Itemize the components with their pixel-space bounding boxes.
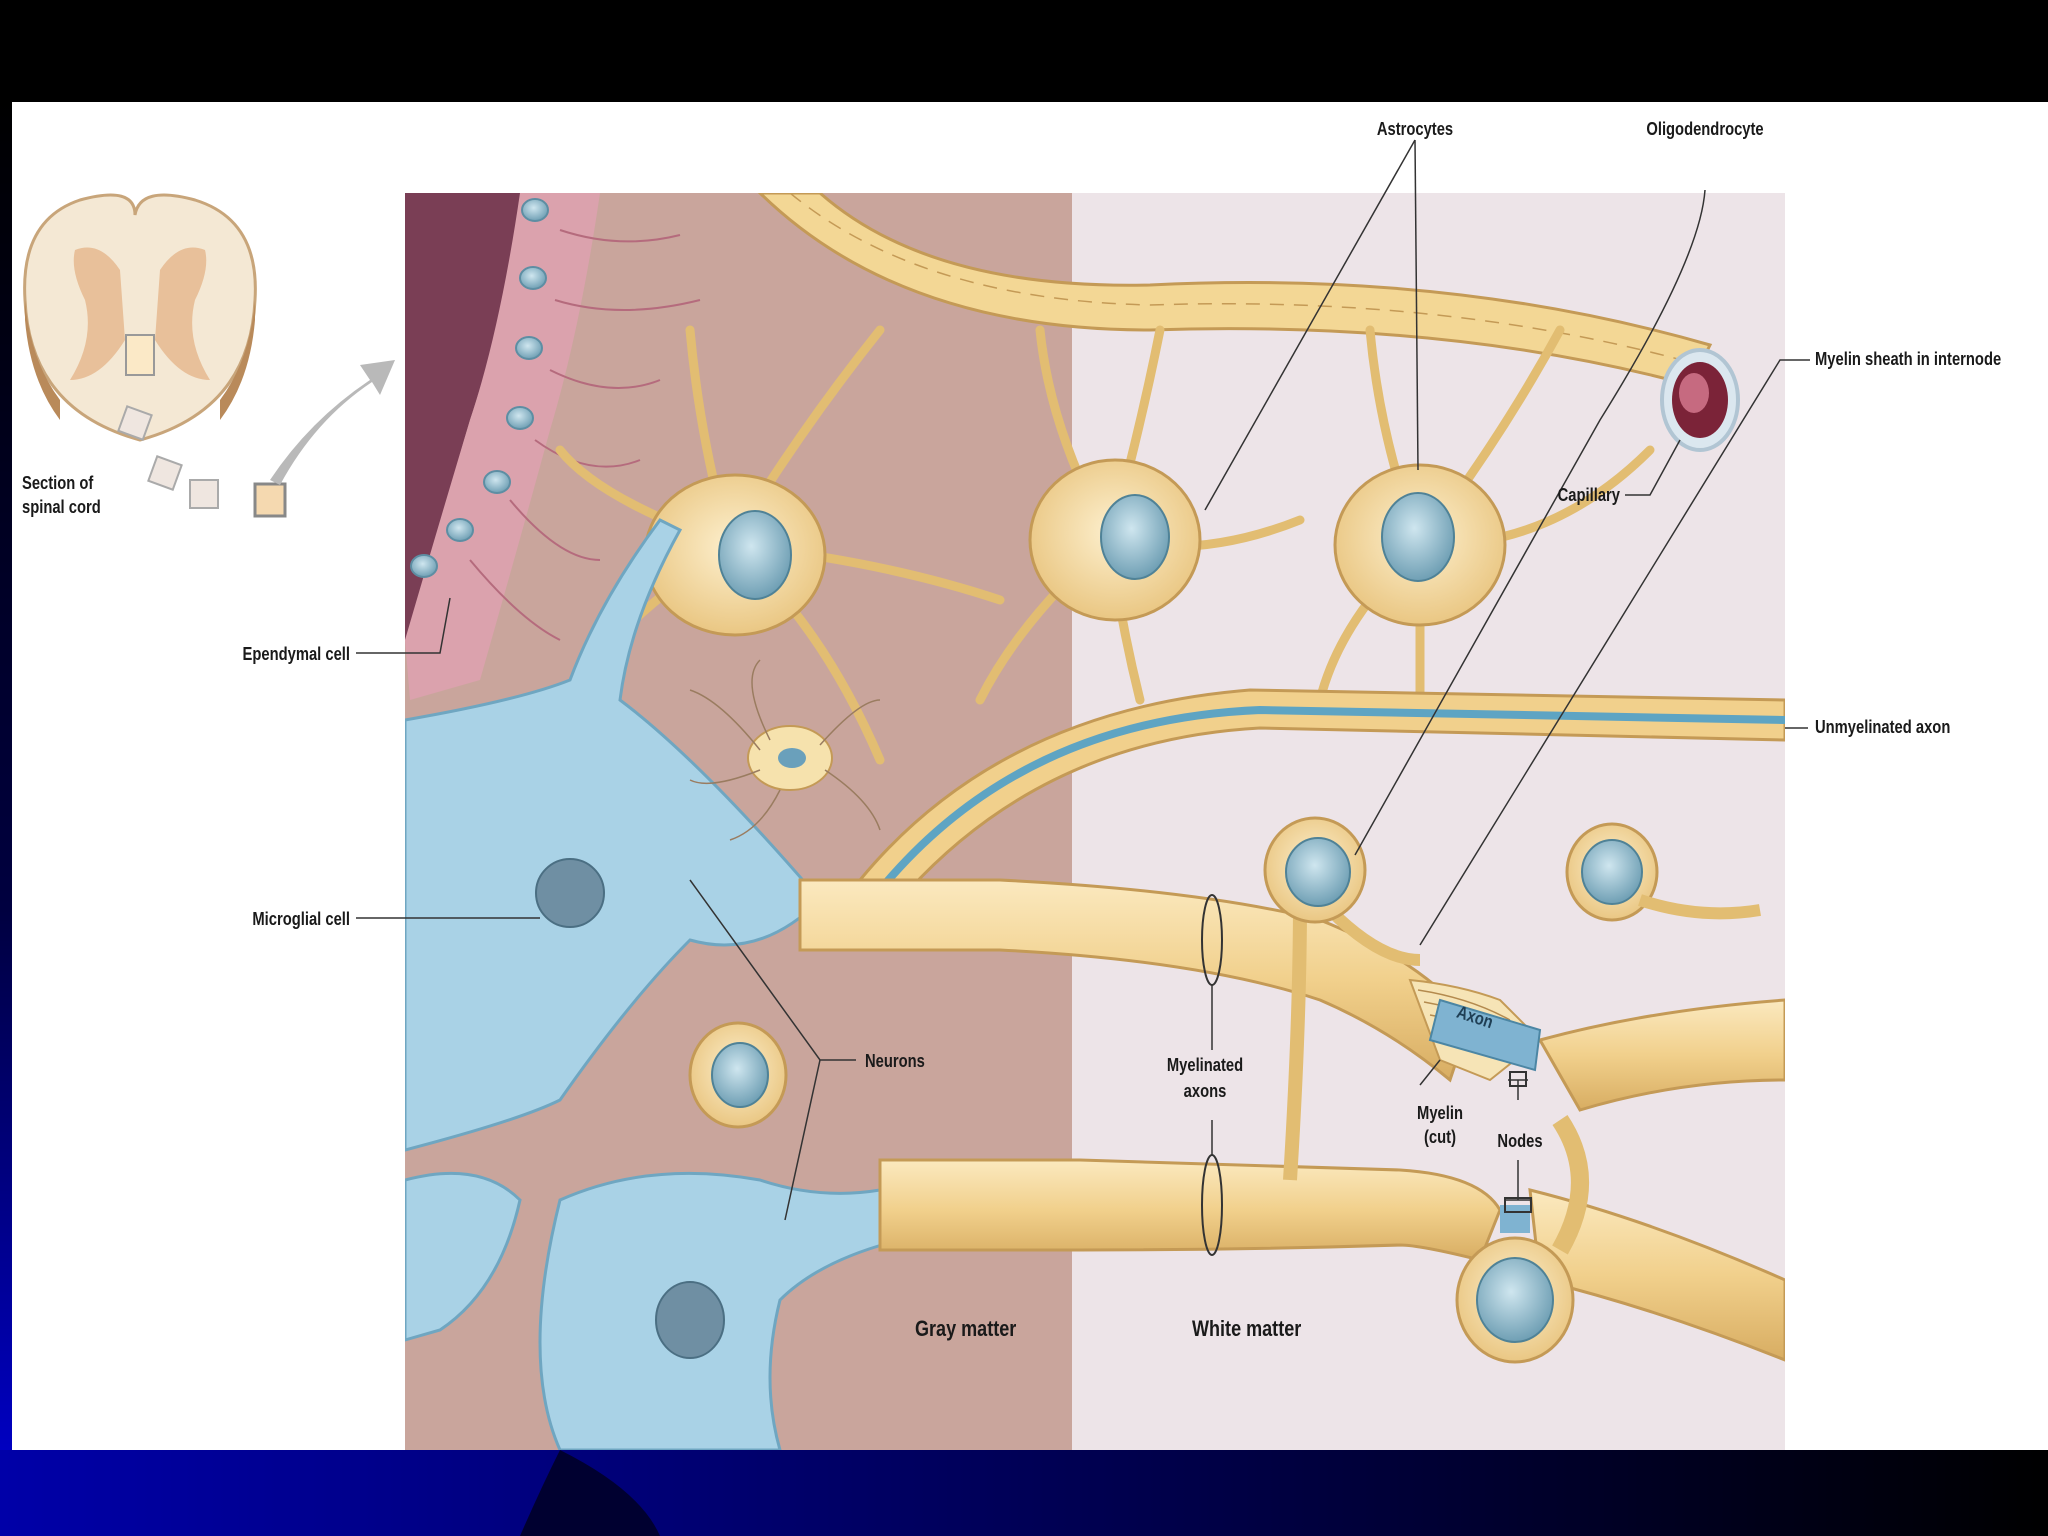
label-myelinated-line1: Myelinated: [1166, 1055, 1244, 1075]
label-neurons: Neurons: [865, 1051, 925, 1071]
label-myelin-sheath: Myelin sheath in internode: [1815, 349, 2002, 369]
label-gray-matter: Gray matter: [915, 1316, 1017, 1341]
slide-left-band: [0, 100, 12, 1450]
label-myelinated-line2: axons: [1183, 1081, 1227, 1101]
label-section-line1: Section of: [22, 473, 94, 493]
slide-bottom-swoosh: [520, 1450, 660, 1536]
capillary: [757, 193, 1740, 452]
node-marker: [1509, 1071, 1527, 1087]
ependymal-layer: [405, 193, 701, 700]
label-myelin-cut-line2: (cut): [1424, 1127, 1456, 1147]
oligodendrocyte-cells: [1263, 816, 1761, 1364]
label-nodes: Nodes: [1497, 1131, 1543, 1151]
unmyelinated-axon: [857, 688, 1785, 902]
label-ependymal-cell: Ependymal cell: [242, 644, 350, 664]
axon-cutaway: [1408, 978, 1542, 1082]
node-marker: [1504, 1197, 1532, 1213]
label-astrocytes: Astrocytes: [1376, 119, 1454, 139]
leader-lines: [356, 139, 1810, 1221]
label-myelin-cut-line1: Myelin: [1417, 1103, 1463, 1123]
label-white-matter: White matter: [1192, 1316, 1302, 1341]
label-oligodendrocyte: Oligodendrocyte: [1646, 119, 1764, 139]
label-section-line2: spinal cord: [22, 497, 101, 517]
slide-bottom-band: [0, 1450, 2048, 1536]
label-unmyelinated-axon: Unmyelinated axon: [1815, 717, 1951, 737]
label-microglial-cell: Microglial cell: [252, 909, 350, 929]
microglial-cell: [689, 659, 881, 841]
label-capillary: Capillary: [1557, 485, 1620, 505]
spinal-cord-section-inset: [23, 193, 395, 518]
